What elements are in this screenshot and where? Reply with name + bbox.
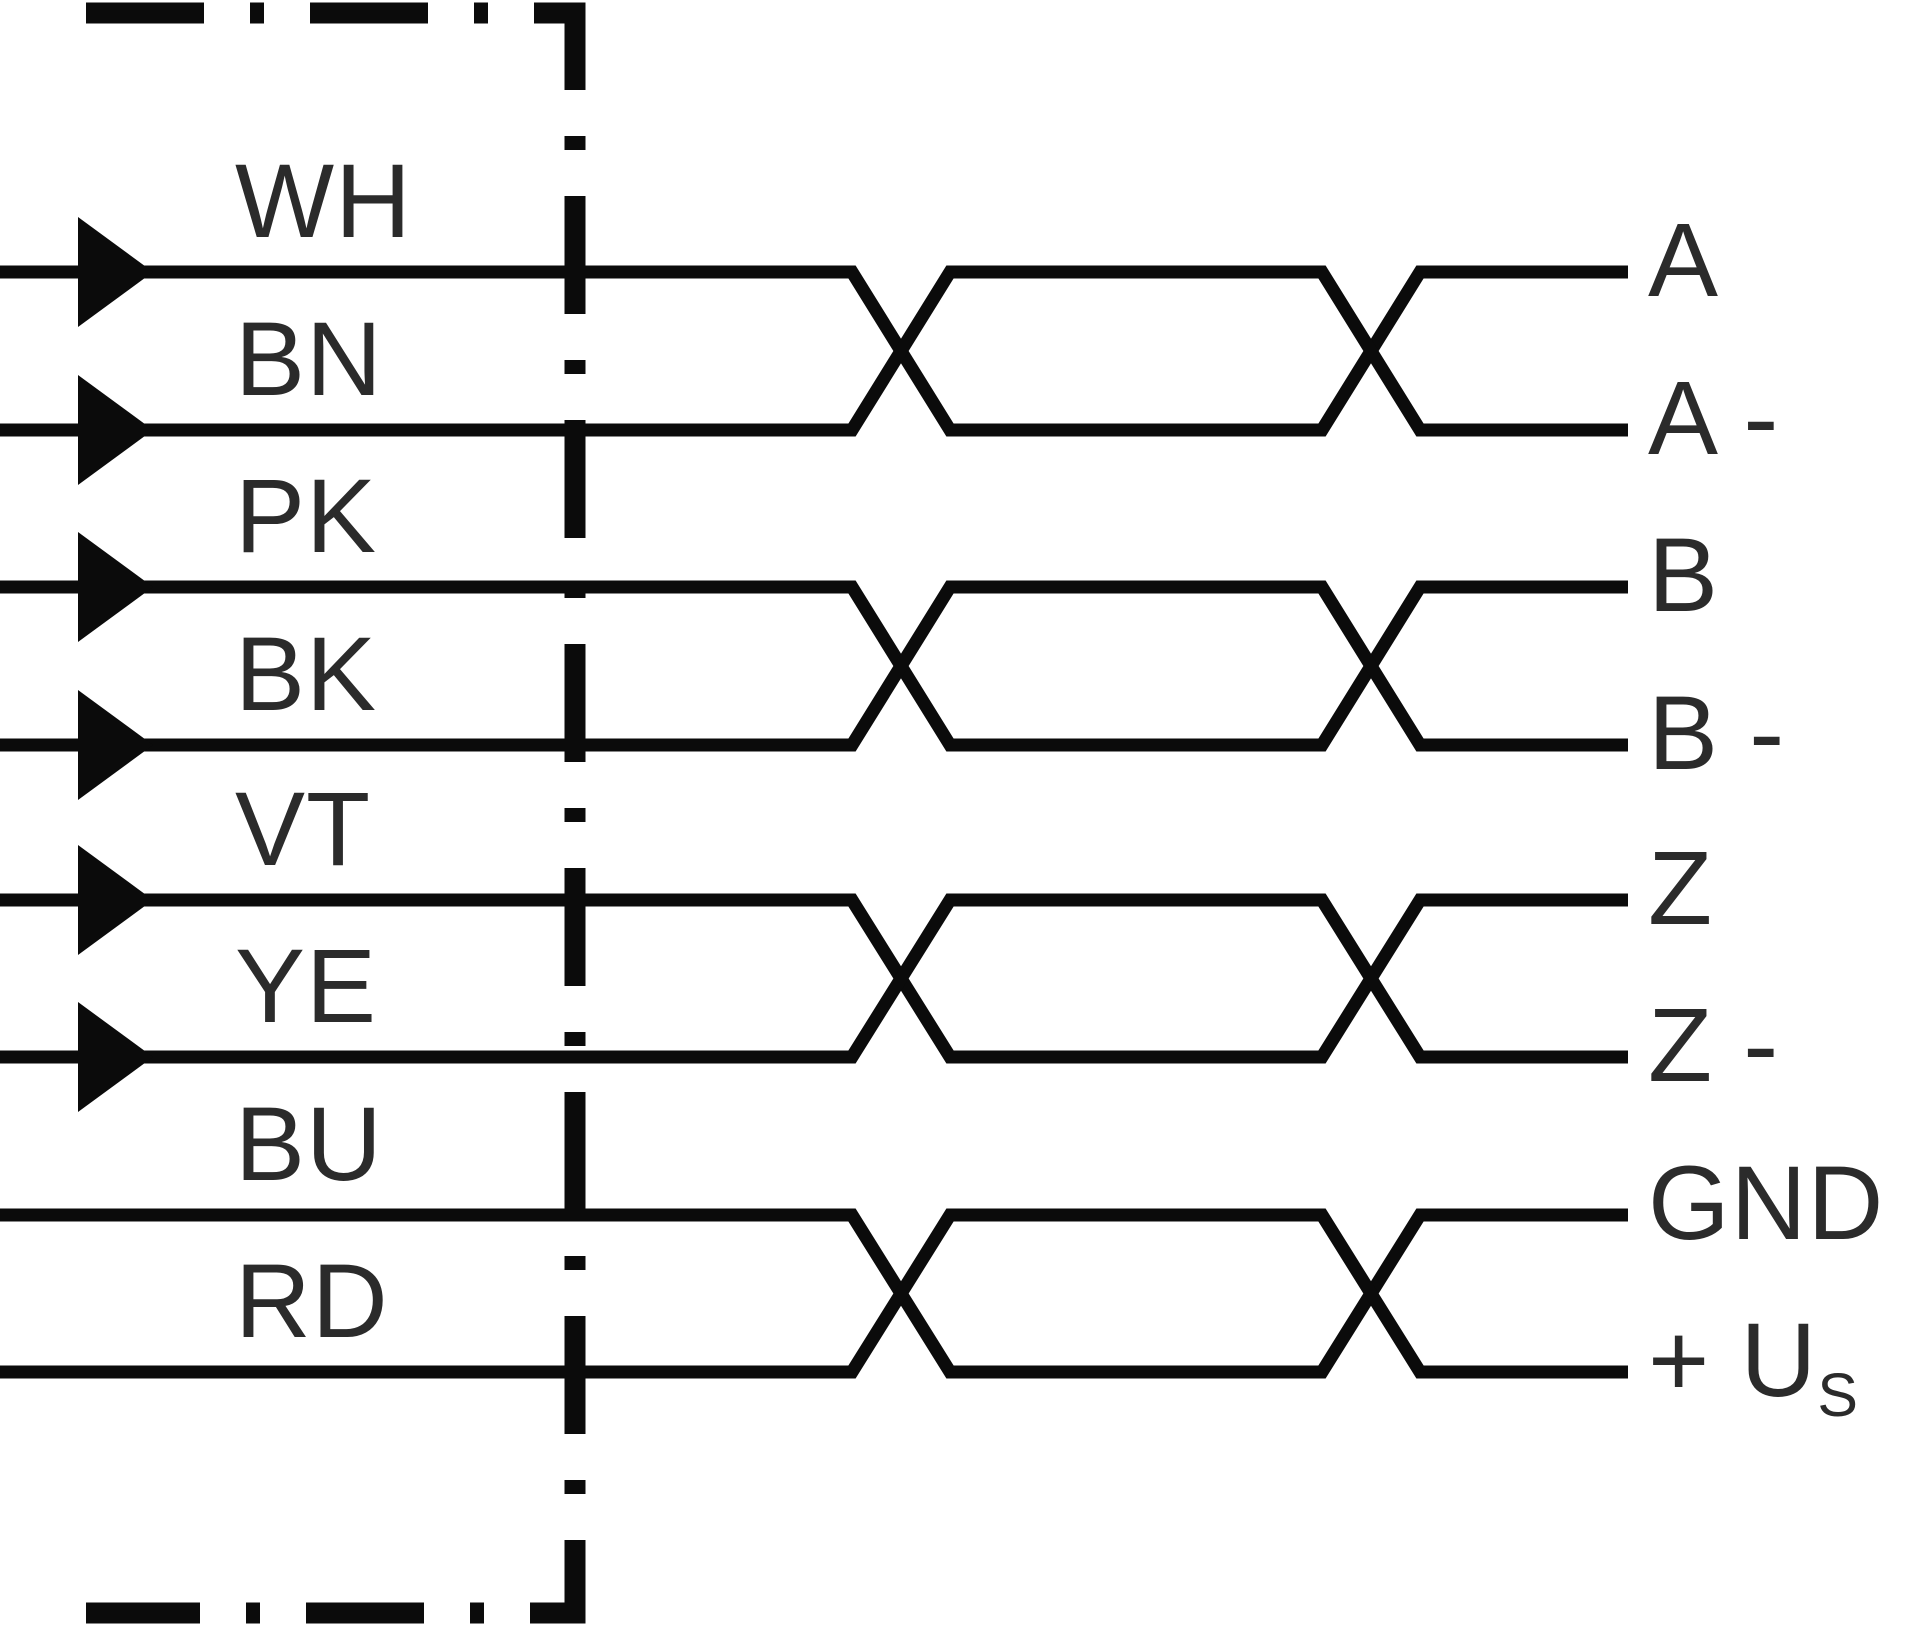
wire-code-label-bk: BK: [235, 616, 378, 733]
wire-code-label-bu: BU: [235, 1086, 383, 1203]
wire-path-bu: [0, 1208, 1628, 1379]
signal-label-us: + US: [1648, 1308, 1858, 1426]
wire-path-bk: [0, 580, 1628, 752]
direction-arrow-icon-bn: [78, 375, 153, 485]
signal-label-z: Z: [1648, 830, 1714, 947]
wire-path-wh: [0, 265, 1628, 437]
wire-code-label-pk: PK: [235, 458, 378, 575]
wire-path-ye: [0, 893, 1628, 1064]
wire-code-label-wh: WH: [235, 143, 412, 260]
signal-label-b: B: [1648, 517, 1720, 634]
enclosure-boundary: [86, 2, 586, 1624]
signal-label-a-minus: A -: [1648, 360, 1780, 477]
signal-label-gnd: GND: [1648, 1145, 1885, 1262]
signal-label-us-subscript: S: [1817, 1361, 1858, 1430]
signal-label-z-minus: Z -: [1648, 987, 1780, 1104]
wire-path-vt: [0, 893, 1628, 1064]
wire-path-pk: [0, 580, 1628, 752]
wire-code-label-bn: BN: [235, 301, 383, 418]
wire-code-label-ye: YE: [235, 928, 378, 1045]
direction-arrow-icon-pk: [78, 532, 153, 642]
wire-path-rd: [0, 1208, 1628, 1379]
signal-label-us-main: + U: [1648, 1302, 1818, 1419]
wire-code-label-rd: RD: [235, 1243, 389, 1360]
direction-arrow-icon-ye: [78, 1002, 153, 1112]
signal-label-a: A: [1648, 202, 1720, 319]
signal-label-b-minus: B -: [1648, 675, 1786, 792]
direction-arrow-icon-bk: [78, 690, 153, 800]
wire-path-bn: [0, 265, 1628, 437]
wire-code-label-vt: VT: [235, 771, 372, 888]
direction-arrow-icon-vt: [78, 845, 153, 955]
direction-arrow-icon-wh: [78, 217, 153, 327]
